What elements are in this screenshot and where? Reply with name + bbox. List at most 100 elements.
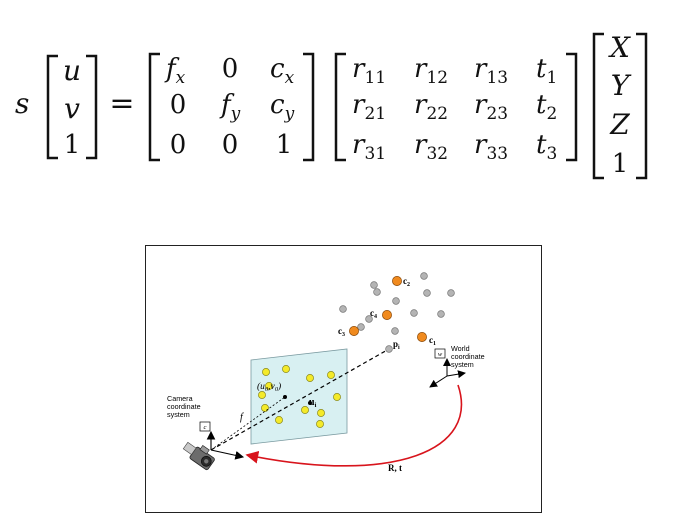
- c4-label: c4: [370, 308, 377, 320]
- camera-axis-x: [210, 449, 245, 460]
- control-point-c4: [382, 310, 392, 320]
- camera-label-line3: system: [167, 410, 190, 419]
- image-point-label: ui: [309, 397, 317, 409]
- world-label-line1: World: [451, 344, 470, 353]
- world-frame: w World coordinate system: [429, 344, 485, 388]
- scene-point: [423, 289, 431, 297]
- principal-axis: [210, 396, 286, 451]
- focal-y: fy: [219, 90, 241, 124]
- equals-sign: =: [109, 86, 134, 121]
- matrix-one: 1: [276, 130, 293, 160]
- scene-point: [370, 281, 378, 289]
- control-points: [349, 276, 427, 342]
- projected-point: [327, 371, 335, 379]
- extrinsic-matrix: r11 r12 r13 t1 r21 r22 r23 t2 r31 r32 r3…: [334, 52, 578, 164]
- image-plane: [250, 348, 348, 445]
- c2-label: c2: [403, 276, 410, 288]
- camera-label-line2: coordinate: [167, 402, 201, 411]
- c3-label: c3: [338, 326, 345, 338]
- world-x: X: [608, 31, 631, 64]
- scale-factor: s: [15, 87, 29, 120]
- vector-entry-u: u: [63, 54, 81, 87]
- scene-point: [339, 305, 347, 313]
- world-one: 1: [612, 149, 629, 179]
- left-bracket: [46, 54, 58, 160]
- focal-length-label: f: [240, 412, 244, 423]
- rotation-r33: r33: [474, 130, 508, 164]
- principal-cx: cx: [270, 54, 295, 88]
- principal-cy: cy: [270, 90, 295, 124]
- scene-point: [447, 289, 455, 297]
- camera-frame-box: [199, 421, 211, 432]
- matrix-zero: 0: [170, 90, 187, 120]
- world-label-line2: coordinate: [451, 352, 485, 361]
- transform-label: R, t: [388, 463, 402, 473]
- principal-point: [283, 395, 287, 399]
- projected-point: [261, 404, 269, 412]
- projected-point: [258, 391, 266, 399]
- matrix-zero: 0: [222, 130, 239, 160]
- c1-label: c1: [429, 335, 436, 347]
- vector-entry-v: v: [64, 92, 80, 125]
- principal-point-label: (u0,v0): [257, 381, 281, 393]
- scene-point: [437, 310, 445, 318]
- rotation-r12: r12: [414, 54, 448, 88]
- rotation-r21: r21: [352, 90, 386, 124]
- rotation-r32: r32: [414, 130, 448, 164]
- scene-points: [339, 272, 455, 353]
- projected-point: [275, 416, 283, 424]
- scene-point: [365, 315, 373, 323]
- left-bracket: [148, 52, 160, 162]
- right-bracket: [566, 52, 578, 162]
- camera-projection-figure: (u0,v0) ui f c2 c4 c3 c1 pi w World coor…: [145, 245, 542, 513]
- scene-point: [392, 297, 400, 305]
- camera-icon: [182, 441, 215, 471]
- rotation-r23: r23: [474, 90, 508, 124]
- scene-point: [410, 309, 418, 317]
- scene-point: [420, 272, 428, 280]
- world-axis-y: [429, 375, 448, 388]
- projected-point: [306, 374, 314, 382]
- projected-point: [301, 406, 309, 414]
- world-z: Z: [609, 108, 630, 141]
- translation-t3: t3: [536, 130, 557, 164]
- projection-equation: s u v 1 = fx 0 cx 0 fy cy 0 0 1 r11 r12 …: [15, 31, 648, 180]
- world-label-line3: system: [451, 360, 474, 369]
- world-y: Y: [611, 69, 632, 102]
- projected-point: [333, 393, 341, 401]
- projected-point: [316, 420, 324, 428]
- scene-point: [373, 288, 381, 296]
- control-point-c1: [417, 332, 427, 342]
- rotation-r22: r22: [414, 90, 448, 124]
- world-point-vector: X Y Z 1: [592, 31, 648, 180]
- translation-t2: t2: [536, 90, 557, 124]
- focal-x: fx: [164, 54, 186, 88]
- control-point-c2: [392, 276, 402, 286]
- left-bracket: [592, 32, 604, 180]
- matrix-zero: 0: [170, 130, 187, 160]
- image-point: [308, 401, 312, 405]
- projected-points: [258, 365, 341, 428]
- translation-t1: t1: [536, 54, 557, 88]
- image-point-vector: u v 1: [46, 54, 98, 160]
- scene-point: [357, 323, 365, 331]
- vector-entry-1: 1: [64, 130, 81, 160]
- matrix-zero: 0: [222, 54, 239, 84]
- camera-label-line1: Camera: [167, 394, 193, 403]
- intrinsic-matrix: fx 0 cx 0 fy cy 0 0 1: [148, 52, 315, 162]
- world-frame-box: [434, 348, 446, 359]
- world-axis-x: [446, 370, 466, 379]
- projected-point: [262, 368, 270, 376]
- projected-point: [317, 409, 325, 417]
- rotation-r11: r11: [352, 54, 386, 88]
- projection-ray: [210, 348, 390, 451]
- world-frame-box-label: w: [438, 351, 443, 358]
- right-bracket: [636, 32, 648, 180]
- camera-frame-box-label: c: [204, 424, 207, 431]
- camera-frame: Camera coordinate system c: [167, 394, 245, 460]
- rotation-r31: r31: [352, 130, 386, 164]
- pi-label: pi: [393, 339, 400, 351]
- right-bracket: [303, 52, 315, 162]
- left-bracket: [334, 52, 346, 162]
- control-point-c3: [349, 326, 359, 336]
